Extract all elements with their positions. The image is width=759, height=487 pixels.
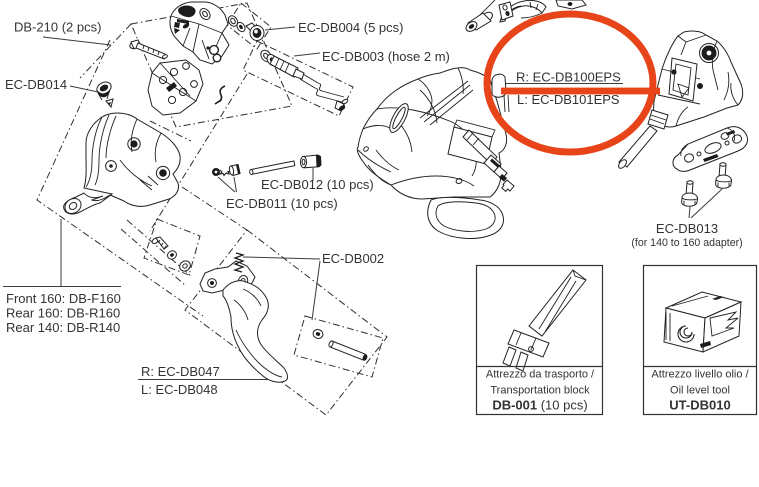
svg-text:EC-DB002: EC-DB002 [322,251,384,266]
svg-text:Transportation block: Transportation block [490,385,590,397]
svg-text:L: EC-DB101EPS: L: EC-DB101EPS [517,92,620,107]
svg-text:Rear 160: DB-R160: Rear 160: DB-R160 [6,306,120,321]
svg-text:R: EC-DB100EPS: R: EC-DB100EPS [516,70,621,85]
svg-text:R: EC-DB047: R: EC-DB047 [141,364,220,379]
svg-text:EC-DB014: EC-DB014 [5,77,67,92]
svg-text:Attrezzo livello olio /: Attrezzo livello olio / [651,369,749,381]
svg-text:DB-001 (10 pcs): DB-001 (10 pcs) [492,398,587,413]
svg-text:Rear 140: DB-R140: Rear 140: DB-R140 [6,320,120,335]
svg-text:UT-DB010: UT-DB010 [669,398,730,413]
svg-text:L: EC-DB048: L: EC-DB048 [141,382,218,397]
svg-text:Front 160: DB-F160: Front 160: DB-F160 [6,291,121,306]
svg-text:Attrezzo da trasporto /: Attrezzo da trasporto / [486,369,595,381]
svg-text:EC-DB004 (5 pcs): EC-DB004 (5 pcs) [298,20,403,35]
svg-text:(for 140 to 160 adapter): (for 140 to 160 adapter) [631,237,742,249]
svg-text:DB-210 (2 pcs): DB-210 (2 pcs) [14,20,101,35]
svg-text:Oil level tool: Oil level tool [670,385,730,397]
svg-text:EC-DB012 (10 pcs): EC-DB012 (10 pcs) [261,177,374,192]
svg-text:EC-DB013: EC-DB013 [656,221,718,236]
svg-text:EC-DB011 (10 pcs): EC-DB011 (10 pcs) [226,196,338,211]
svg-text:EC-DB003 (hose 2 m): EC-DB003 (hose 2 m) [322,49,450,64]
